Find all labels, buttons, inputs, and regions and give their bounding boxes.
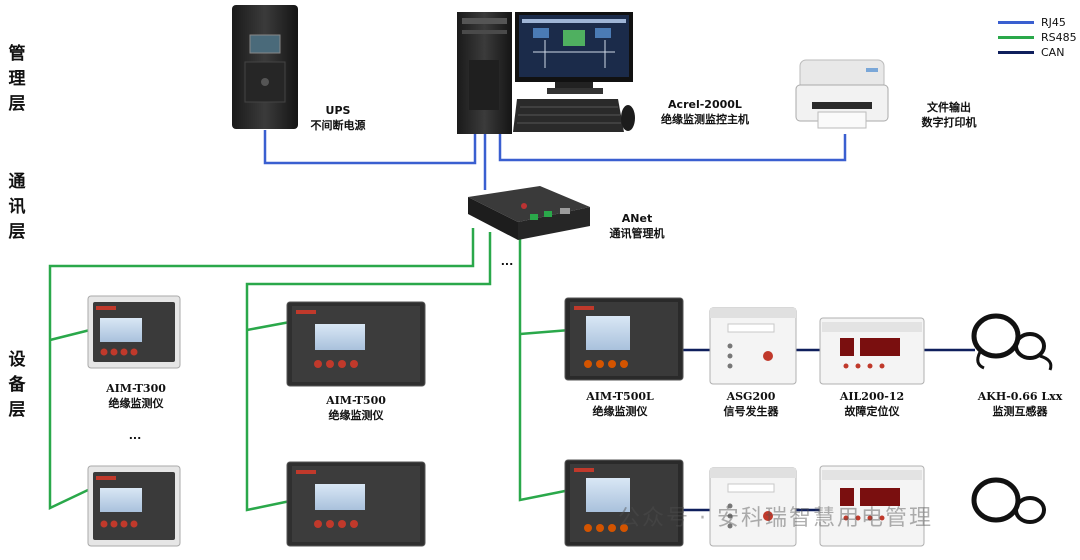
rs485-trunk-right [518, 232, 571, 502]
ups-desc: 不间断电源 [310, 119, 366, 132]
watermark: 公众号 · 安科瑞智慧用电管理 [618, 506, 933, 531]
device-layer-label: 设备层 [8, 350, 26, 420]
aim-t500l-bottom [564, 459, 684, 547]
legend-swatch-rs485 [998, 36, 1034, 39]
rs485-trunk-left [48, 228, 475, 510]
aim-t500-top [286, 301, 426, 387]
aim-t300-bottom [87, 465, 181, 547]
ups-label: UPS 不间断电源 [300, 103, 376, 133]
gateway-more-ellipsis: ... [500, 255, 514, 268]
gateway-label: ANet 通讯管理机 [602, 211, 672, 241]
aim-t500l-name: AIM-T500L [586, 390, 654, 403]
rs485-trunk-mid [245, 232, 492, 512]
communication-layer-label: 通讯层 [8, 172, 26, 242]
legend-swatch-rj45 [998, 21, 1034, 24]
asg200-bottom [709, 467, 797, 547]
aim-t500l-top [564, 297, 684, 381]
asg200-label: ASG200 信号发生器 [706, 389, 796, 419]
aim-t300-label: AIM-T300 绝缘监测仪 [88, 381, 184, 411]
printer-name: 文件输出 [927, 101, 971, 114]
ups-unit [232, 5, 298, 129]
aim-t300-name: AIM-T300 [106, 382, 166, 395]
host-desc: 绝缘监测监控主机 [661, 113, 749, 126]
ups-name: UPS [325, 104, 351, 117]
rs485-links [48, 228, 571, 512]
host-monitor [515, 12, 633, 94]
asg200-desc: 信号发生器 [723, 405, 779, 418]
t300-more-ellipsis: ... [128, 429, 142, 442]
host-pc-tower [457, 12, 512, 134]
ail200-top [819, 317, 925, 385]
ail200-name: AIL200-12 [839, 390, 905, 403]
rj45-link-printer [498, 128, 847, 162]
printer-unit [795, 59, 889, 129]
can-links [682, 348, 975, 512]
ail200-desc: 故障定位仪 [844, 405, 900, 418]
printer-desc: 数字打印机 [921, 116, 977, 129]
gateway-desc: 通讯管理机 [609, 227, 665, 240]
management-layer-label: 管理层 [8, 44, 26, 114]
legend-label-rs485: RS485 [1041, 31, 1077, 44]
printer-label: 文件输出 数字打印机 [912, 100, 986, 130]
aim-t500-name: AIM-T500 [326, 394, 386, 407]
legend-swatch-can [998, 51, 1034, 54]
asg200-name: ASG200 [726, 390, 776, 403]
host-name: Acrel-2000L [668, 98, 742, 111]
host-label: Acrel-2000L 绝缘监测监控主机 [650, 97, 760, 127]
host-keyboard [513, 99, 624, 132]
gateway-unit [468, 186, 590, 240]
aim-t300-top [87, 295, 181, 369]
host-mouse [621, 105, 635, 131]
aim-t500-desc: 绝缘监测仪 [328, 409, 384, 422]
ail200-label: AIL200-12 故障定位仪 [824, 389, 920, 419]
rj45-link-ups [263, 128, 477, 165]
aim-t300-desc: 绝缘监测仪 [108, 397, 164, 410]
gateway-name: ANet [621, 212, 653, 225]
rs485-link-t500-a [246, 320, 291, 332]
asg200-top [709, 307, 797, 385]
aim-t500l-label: AIM-T500L 绝缘监测仪 [572, 389, 668, 419]
aim-t500l-desc: 绝缘监测仪 [592, 405, 648, 418]
akh-desc: 监测互感器 [992, 405, 1048, 418]
akh-sensor-bottom [971, 477, 1046, 524]
rs485-link-t500l-a [519, 328, 571, 336]
akh-name: AKH-0.66 Lxx [977, 390, 1063, 403]
legend-label-rj45: RJ45 [1041, 16, 1066, 29]
aim-t500-label: AIM-T500 绝缘监测仪 [308, 393, 404, 423]
akh-label: AKH-0.66 Lxx 监测互感器 [968, 389, 1072, 419]
rs485-link-t300-a [49, 328, 91, 342]
aim-t500-bottom [286, 461, 426, 547]
ail200-bottom [819, 465, 925, 547]
legend-label-can: CAN [1041, 46, 1065, 59]
rj45-links [263, 128, 847, 190]
akh-sensor-top [971, 313, 1053, 371]
